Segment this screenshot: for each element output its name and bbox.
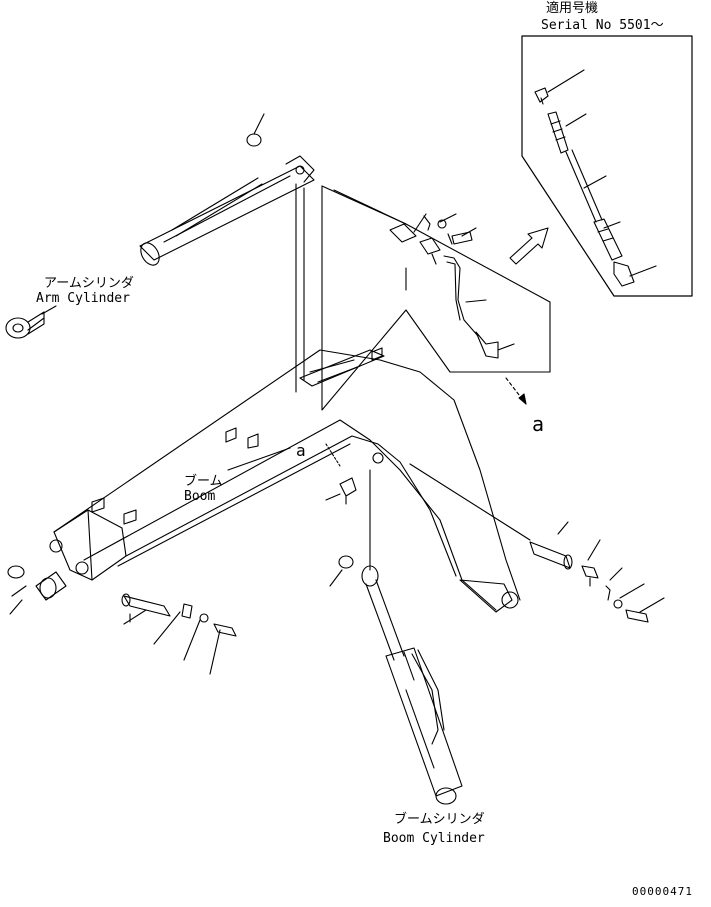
boom-label-en: Boom <box>184 489 216 504</box>
arm-cylinder-label-jp: アームシリンダ <box>44 276 134 291</box>
foot-pin-assembly <box>7 565 237 675</box>
drawing-number: 00000471 <box>632 885 693 898</box>
boom-end-pin-assembly <box>409 463 665 623</box>
boom-label-jp: ブーム <box>184 474 223 489</box>
boom-cylinder-label-en: Boom Cylinder <box>383 831 485 846</box>
boom-cylinder-label-jp: ブームシリンダ <box>394 812 485 827</box>
view-a-callout: a <box>296 441 306 460</box>
serial-inset <box>509 35 693 297</box>
view-a-label: a <box>532 412 545 436</box>
arm-cylinder-leader <box>41 305 57 315</box>
boom <box>49 347 521 613</box>
boom-cylinder <box>329 469 463 805</box>
arm-cylinder <box>5 113 315 393</box>
applicable-model-label: 適用号機 <box>546 1 599 16</box>
serial-number-label: Serial No 5501～ <box>541 18 664 33</box>
detail-a-box <box>321 185 551 411</box>
arm-cylinder-label-en: Arm Cylinder <box>36 291 130 306</box>
